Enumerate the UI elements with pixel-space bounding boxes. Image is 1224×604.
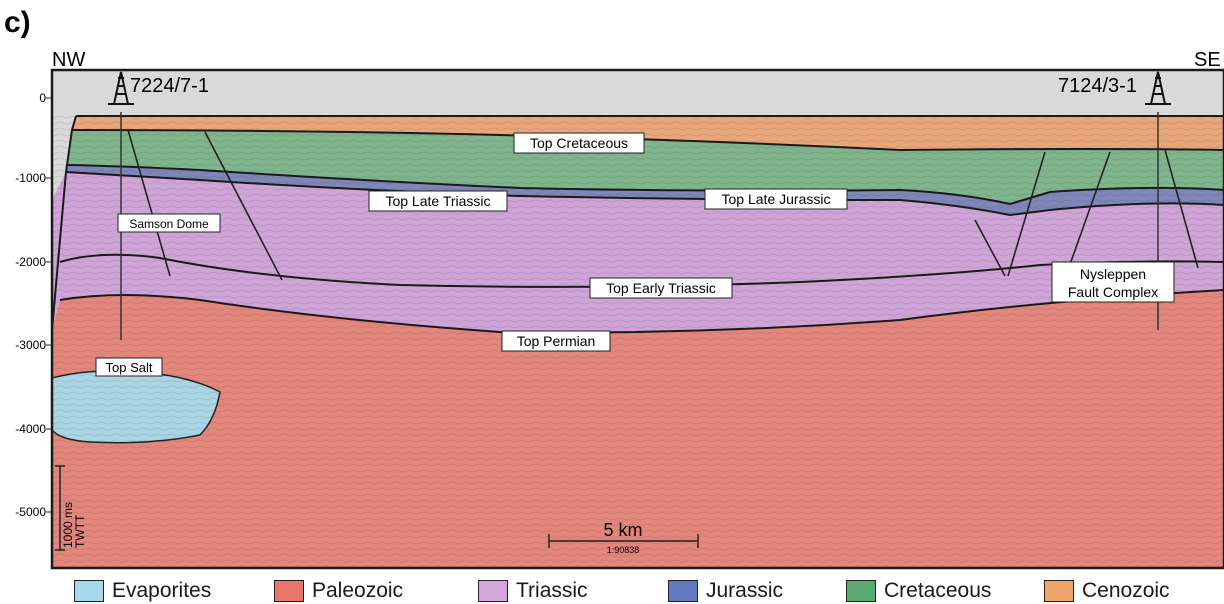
- well-label-right: 7124/3-1: [1058, 75, 1137, 97]
- top-cretaceous-label: Top Cretaceous: [530, 135, 628, 151]
- vertical-scale-sublabel: TWTT: [73, 514, 87, 548]
- horizontal-scale-label: 5 km: [603, 520, 642, 540]
- legend-item-cretaceous: Cretaceous: [846, 578, 991, 604]
- nysleppen-label-line2: Fault Complex: [1068, 284, 1158, 300]
- y-tick-label: -4000: [15, 422, 46, 436]
- paleozoic-swatch: [274, 580, 304, 602]
- top-late-triassic-label: Top Late Triassic: [385, 193, 490, 209]
- top-late-jurassic-label: Top Late Jurassic: [722, 191, 831, 207]
- horizontal-scale-sublabel: 1:90838: [607, 545, 640, 555]
- jurassic-swatch: [668, 580, 698, 602]
- triassic-swatch: [478, 580, 508, 602]
- top-permian-label: Top Permian: [517, 333, 596, 349]
- legend-label: Cretaceous: [884, 579, 991, 603]
- legend-label: Paleozoic: [312, 579, 403, 603]
- y-tick-label: -2000: [15, 255, 46, 269]
- y-tick-label: -5000: [15, 505, 46, 519]
- legend-item-triassic: Triassic: [478, 578, 588, 604]
- samson-dome-label: Samson Dome: [129, 217, 209, 231]
- cenozoic-swatch: [1044, 580, 1074, 602]
- nw-label: NW: [52, 49, 85, 71]
- legend-label: Cenozoic: [1082, 579, 1170, 603]
- legend-label: Jurassic: [706, 579, 783, 603]
- legend-label: Evaporites: [112, 579, 211, 603]
- evaporites-swatch: [74, 580, 104, 602]
- se-label: SE: [1194, 49, 1221, 71]
- legend-item-cenozoic: Cenozoic: [1044, 578, 1170, 604]
- nysleppen-label-line1: Nysleppen: [1080, 266, 1146, 282]
- legend: Evaporites Paleozoic Triassic Jurassic C…: [0, 578, 1224, 604]
- y-tick-label: 0: [39, 91, 46, 105]
- top-salt-label: Top Salt: [106, 360, 153, 375]
- y-axis: 0 -1000 -2000 -3000 -4000 -5000: [15, 91, 52, 519]
- legend-item-evaporites: Evaporites: [74, 578, 211, 604]
- legend-label: Triassic: [516, 579, 588, 603]
- reflector-texture: [52, 116, 1224, 568]
- panel-label: c): [4, 6, 31, 39]
- cretaceous-swatch: [846, 580, 876, 602]
- legend-item-paleozoic: Paleozoic: [274, 578, 403, 604]
- y-tick-label: -1000: [15, 171, 46, 185]
- legend-item-jurassic: Jurassic: [668, 578, 783, 604]
- y-tick-label: -3000: [15, 338, 46, 352]
- top-early-triassic-label: Top Early Triassic: [606, 280, 716, 296]
- seismic-cross-section: c) NW SE: [0, 0, 1224, 578]
- well-label-left: 7224/7-1: [130, 75, 209, 97]
